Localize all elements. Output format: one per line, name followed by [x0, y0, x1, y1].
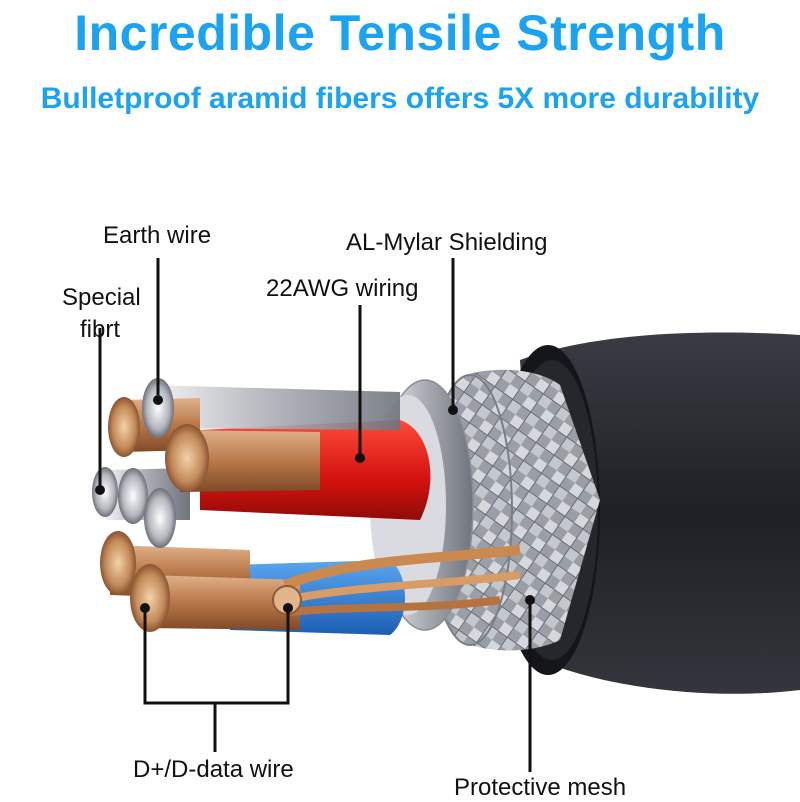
callout-lines	[98, 258, 532, 772]
earth-wire-label: Earth wire	[103, 222, 212, 249]
page-subtitle: Bulletproof aramid fibers offers 5X more…	[40, 82, 760, 115]
data-wire-label: D+/D-data wire	[133, 756, 294, 783]
page-title: Incredible Tensile Strength	[74, 5, 726, 61]
conductor-end-faces	[92, 378, 302, 632]
protective-mesh-label: Protective mesh	[454, 774, 627, 801]
callout-dots	[95, 395, 535, 613]
special-fibrt-label-line1: Special	[62, 284, 141, 311]
shielding-label: AL-Mylar Shielding	[346, 229, 548, 256]
wiring-22awg-label: 22AWG wiring	[266, 275, 419, 302]
special-fibrt-label-line2: fibrt	[80, 316, 121, 343]
inner-conductors	[105, 385, 521, 635]
